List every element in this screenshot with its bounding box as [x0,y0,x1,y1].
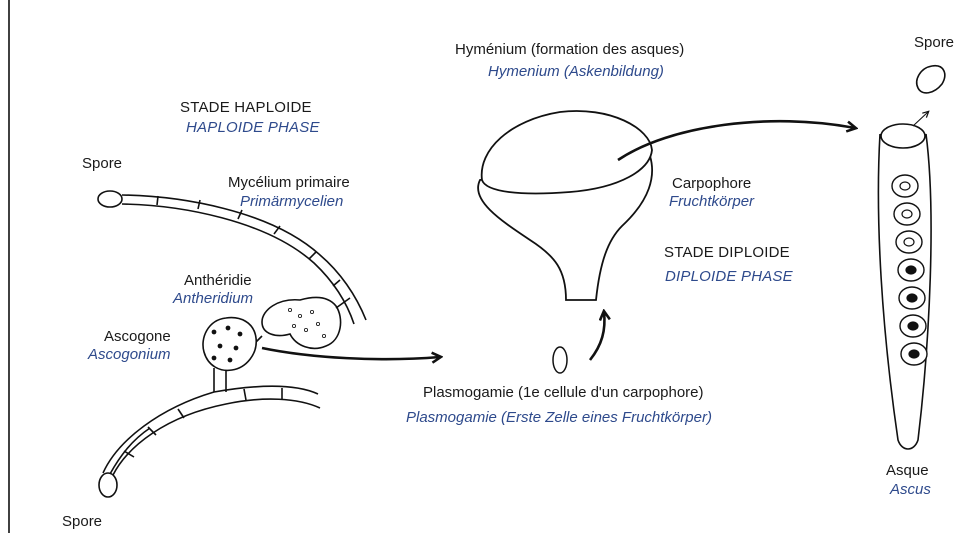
carpophore-label-de: Fruchtkörper [669,193,754,210]
cell-dot-13 [316,322,319,325]
spore-bottom-label: Spore [62,513,102,530]
ascospore-nucleus-6 [908,322,918,330]
arrow-to-ascus [618,121,855,160]
cell-dot-10 [310,310,313,313]
cell-dot-5 [234,346,238,350]
ascogonium-shape [203,318,262,392]
cell-dot-14 [322,334,325,337]
diploid-stage-label-de: DIPLOIDE PHASE [665,268,793,285]
diploid-stage-label-fr: STADE DIPLOIDE [664,244,790,261]
spore-top-label: Spore [82,155,122,172]
haploid-stage-label-fr: STADE HAPLOIDE [180,99,312,116]
carpophore-shape [478,111,652,300]
cell-dot-6 [212,356,216,360]
cell-dot-4 [218,344,222,348]
carpophore-label-fr: Carpophore [672,175,751,192]
cell-dot-7 [228,358,232,362]
ascospore-nucleus-5 [907,294,917,302]
plasmogamy-label-de: Plasmogamie (Erste Zelle eines Fruchtkör… [406,409,712,426]
plasmogamy-label-fr: Plasmogamie (1e cellule d'un carpophore) [423,384,704,401]
ascospore-nucleus-4 [906,266,916,274]
cell-dot-3 [238,332,242,336]
spore-lower-shape [99,473,117,497]
released-spore-shape [917,66,945,93]
mycelium-label-de: Primärmycelien [240,193,343,210]
ascus-shape [878,66,944,449]
spore-right-label: Spore [914,34,954,51]
antheridium-shape [262,298,350,349]
ascogonium-label-de: Ascogonium [88,346,171,363]
hymenium-label-de: Hymenium (Askenbildung) [488,63,664,80]
ascospore-nucleus-7 [909,350,919,358]
cell-dot-8 [288,308,291,311]
haploid-stage-label-de: HAPLOIDE PHASE [186,119,320,136]
antheridium-label-fr: Anthéridie [184,272,252,289]
ascospore-nucleus-2 [902,210,912,218]
arrow-to-plasmogamy [262,348,440,359]
cell-dot-9 [298,314,301,317]
hymenium-label-fr: Hyménium (formation des asques) [455,41,684,58]
ascogonium-label-fr: Ascogone [104,328,171,345]
cell-dot-1 [212,330,216,334]
plasmogamy-cell-shape [553,347,567,373]
cell-dot-11 [292,324,295,327]
cell-dot-12 [304,328,307,331]
cell-dot-2 [226,326,230,330]
ascus-label-de: Ascus [890,481,931,498]
mycelium-label-fr: Mycélium primaire [228,174,350,191]
spore-upper-shape [98,191,122,207]
antheridium-label-de: Antheridium [173,290,253,307]
ascospore-nucleus-1 [900,182,910,190]
arrow-to-carpophore [590,312,604,360]
ascospore-nucleus-3 [904,238,914,246]
primary-mycelium-lower [99,386,320,497]
ascus-label-fr: Asque [886,462,929,479]
